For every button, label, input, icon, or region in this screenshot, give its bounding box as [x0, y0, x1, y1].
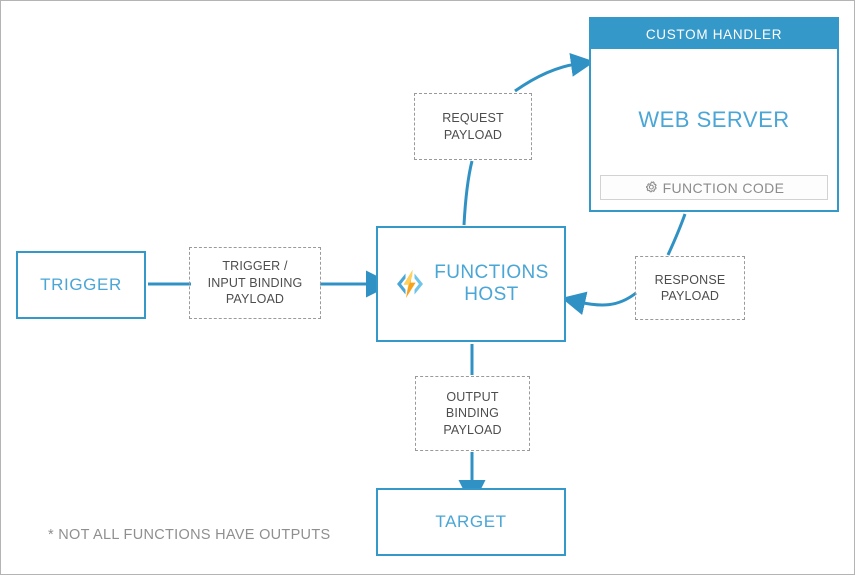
- node-trigger-label: TRIGGER: [40, 275, 122, 294]
- payload-request: REQUEST PAYLOAD: [414, 93, 532, 160]
- connector-request-to-webserver: [514, 52, 595, 93]
- node-trigger[interactable]: TRIGGER: [16, 251, 146, 319]
- payload-line: PAYLOAD: [443, 422, 502, 437]
- functions-host-line1: FUNCTIONS: [434, 261, 549, 283]
- payload-line: BINDING: [445, 406, 500, 421]
- function-code-chip[interactable]: FUNCTION CODE: [600, 175, 828, 200]
- payload-response: RESPONSE PAYLOAD: [635, 256, 745, 320]
- custom-handler-title: CUSTOM HANDLER: [645, 26, 783, 42]
- functions-host-line2: HOST: [464, 284, 519, 305]
- node-custom-handler[interactable]: CUSTOM HANDLER WEB SERVER FUNCTION CODE: [589, 17, 839, 212]
- footnote: * NOT ALL FUNCTIONS HAVE OUTPUTS: [48, 527, 331, 543]
- custom-handler-header: CUSTOM HANDLER: [591, 19, 837, 49]
- connector-webserver-to-response: [666, 213, 687, 256]
- payload-line: INPUT BINDING: [207, 275, 303, 290]
- node-functions-host-label: FUNCTIONS HOST: [434, 262, 548, 307]
- payload-line: PAYLOAD: [660, 289, 720, 303]
- connector-host-to-request: [462, 160, 474, 226]
- payload-line: RESPONSE: [654, 272, 726, 287]
- payload-line: TRIGGER /: [222, 259, 288, 274]
- payload-line: PAYLOAD: [225, 292, 285, 307]
- payload-trigger-input-binding: TRIGGER / INPUT BINDING PAYLOAD: [189, 247, 321, 319]
- function-code-label: FUNCTION CODE: [662, 179, 785, 196]
- payload-line: OUTPUT: [446, 389, 499, 404]
- custom-handler-body: WEB SERVER FUNCTION CODE: [591, 49, 837, 210]
- payload-line: REQUEST: [442, 111, 504, 125]
- node-target[interactable]: TARGET: [376, 488, 566, 556]
- payload-line: PAYLOAD: [443, 127, 503, 142]
- connector-response-to-host: [561, 291, 637, 316]
- payload-output-binding: OUTPUT BINDING PAYLOAD: [415, 376, 530, 451]
- node-target-label: TARGET: [435, 512, 507, 531]
- gear-icon: [644, 180, 659, 195]
- azure-functions-logo-icon: [393, 267, 427, 301]
- node-functions-host[interactable]: FUNCTIONS HOST: [376, 226, 566, 342]
- web-server-label: WEB SERVER: [638, 107, 790, 132]
